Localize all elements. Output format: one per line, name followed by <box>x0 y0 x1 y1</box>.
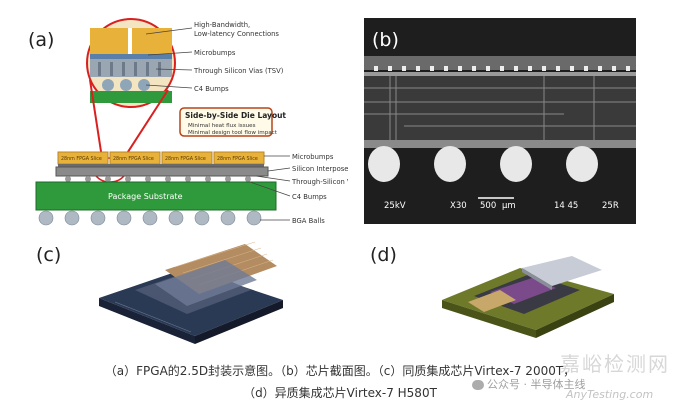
microbumps-row <box>58 164 264 167</box>
panel-label-b: (b) <box>372 29 399 51</box>
slice-label-3: 28nm FPGA Slice <box>165 156 206 162</box>
sem-scale: 500 <box>480 201 496 211</box>
sem-c4-bumps <box>368 146 598 182</box>
callout-microbumps-top: Microbumps <box>194 49 236 57</box>
callout-bga: BGA Balls <box>292 217 325 225</box>
figure-caption-line-1: （a）FPGA的2.5D封装示意图。（b）芯片截面图。（c）同质集成芯片Virt… <box>104 364 576 378</box>
watermark-brand: 嘉峪检测网 <box>560 352 670 376</box>
c4-bumps <box>65 176 251 182</box>
callout-tsv-top: Through Silicon Vias (TSV) <box>193 67 284 75</box>
sem-scale-unit: μm <box>502 201 516 211</box>
watermark-wechat-text: 公众号 · 半导体主线 <box>487 378 586 391</box>
callout-c4: C4 Bumps <box>292 193 327 201</box>
slice-label-1: 28nm FPGA Slice <box>61 156 102 162</box>
slice-label-4: 28nm FPGA Slice <box>217 156 258 162</box>
box-title: Side-by-Side Die Layout <box>185 111 286 120</box>
sem-id-1: 14 45 <box>554 201 578 211</box>
box-item-2: Minimal design tool flow impact <box>188 130 278 136</box>
side-by-side-box: Side-by-Side Die Layout Minimal heat flu… <box>179 107 286 137</box>
sem-id-2: 25R <box>602 201 619 211</box>
callout-tsv: Through-Silicon Vias <box>291 178 348 186</box>
figure-caption-line-2: （d）异质集成芯片Virtex-7 H580T <box>243 386 437 400</box>
sem-kv: 25kV <box>384 201 406 211</box>
bga-balls <box>38 210 262 226</box>
callout-c4-top: C4 Bumps <box>194 85 229 93</box>
package-substrate <box>35 181 277 211</box>
virtex-7-h580t-chip-image <box>442 256 614 338</box>
silicon-interposer <box>55 166 269 177</box>
virtex-7-2000t-chip-image <box>99 241 283 344</box>
substrate-label: Package Substrate <box>108 192 183 201</box>
callout-hbll-2: Low-latency Connections <box>194 30 279 38</box>
zoom-detail-circle <box>86 18 176 108</box>
panel-label-a: (a) <box>28 29 55 51</box>
sem-mag: X30 <box>450 201 467 211</box>
wechat-icon <box>472 380 484 390</box>
fpga-slices: 28nm FPGA Slice 28nm FPGA Slice 28nm FPG… <box>57 151 265 165</box>
watermark-wechat: 公众号 · 半导体主线 <box>472 376 586 392</box>
fpga-2-5d-package-diagram: High-Bandwidth, Low-latency Connections … <box>35 18 348 226</box>
callout-interposer: Silicon Interposer <box>292 165 348 173</box>
watermark-url: AnyTesting.com <box>566 388 654 401</box>
sem-cross-section-image: 25kV X30 500 μm 14 45 25R <box>364 18 636 224</box>
slice-label-2: 28nm FPGA Slice <box>113 156 154 162</box>
panel-label-c: (c) <box>36 244 62 266</box>
box-item-1: Minimal heat flux issues <box>188 123 256 129</box>
callout-microbumps: Microbumps <box>292 153 334 161</box>
callout-hbll: High-Bandwidth, <box>194 21 250 29</box>
panel-label-d: (d) <box>370 244 397 266</box>
